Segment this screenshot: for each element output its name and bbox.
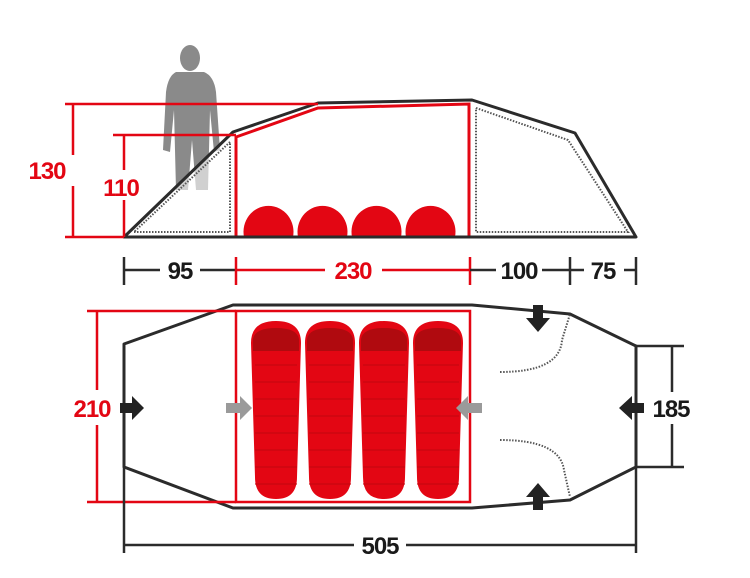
sleeping-bag-end <box>297 205 348 237</box>
dimension-height-inner <box>113 133 236 237</box>
length-inner-label: 230 <box>334 258 372 285</box>
sleeping-bags-top <box>251 321 463 499</box>
length-vestibule-rear-label: 100 <box>500 258 538 285</box>
length-vestibule-front-label: 95 <box>168 258 193 285</box>
length-end-label: 75 <box>591 258 616 285</box>
entrance-arrow-inner-right-icon <box>456 396 482 420</box>
hood <box>307 328 353 351</box>
top-view: 210 185 505 <box>73 303 691 560</box>
height-total-label: 130 <box>28 158 66 185</box>
width-inner-label: 210 <box>73 396 111 423</box>
entrance-arrow-inner-left-icon <box>226 396 252 420</box>
sleeping-bags-side <box>243 205 456 237</box>
sleeping-bag-end <box>405 205 456 237</box>
entrance-arrow-front-icon <box>120 396 144 420</box>
right-vestibule-mesh <box>475 107 630 233</box>
entrance-arrow-side-bottom-icon <box>526 483 550 510</box>
sleeping-bag-end <box>351 205 402 237</box>
dimension-lengths-side <box>122 257 638 285</box>
length-total-label: 505 <box>361 533 399 560</box>
door-curve-top <box>499 313 571 373</box>
sleeping-bag <box>359 321 409 499</box>
sleeping-bag-end <box>243 205 294 237</box>
dimension-width-inner <box>87 309 236 504</box>
door-curve-bottom <box>499 439 571 498</box>
inner-tent-outline <box>234 102 471 237</box>
hood <box>253 328 299 351</box>
width-end-label: 185 <box>652 396 690 423</box>
hood <box>361 328 407 351</box>
entrance-arrow-rear-icon <box>619 396 644 420</box>
left-vestibule-mesh <box>133 139 231 233</box>
sleeping-bag <box>305 321 355 499</box>
side-view: 130 110 95 230 100 75 <box>28 45 638 285</box>
hood <box>415 328 461 351</box>
dimension-length-total <box>122 467 638 553</box>
dimension-width-end <box>636 344 684 469</box>
dimension-height-total <box>65 102 318 239</box>
sleeping-bag <box>251 321 301 499</box>
entrance-arrow-side-top-icon <box>526 305 550 332</box>
height-inner-label: 110 <box>103 175 139 202</box>
sleeping-bag <box>413 321 463 499</box>
